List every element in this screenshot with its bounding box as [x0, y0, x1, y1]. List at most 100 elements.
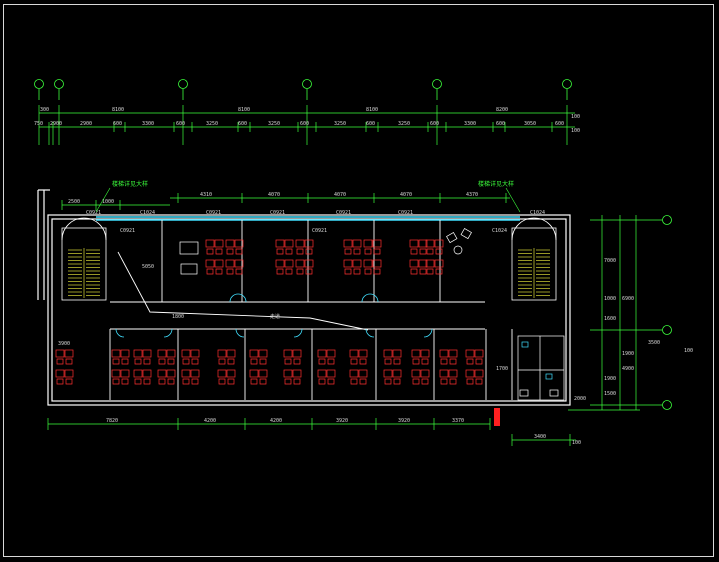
- exterior-walls: [37, 189, 571, 406]
- desk: [425, 259, 435, 268]
- chair: [206, 268, 214, 275]
- desk: [358, 369, 368, 378]
- chair: [449, 358, 457, 365]
- desk: [304, 239, 314, 248]
- chair: [419, 268, 427, 275]
- desk: [383, 369, 393, 378]
- plan-left-dim-2: 3900: [58, 341, 70, 347]
- chair: [259, 378, 267, 385]
- desk: [190, 349, 200, 358]
- desk: [166, 369, 176, 378]
- desk: [372, 259, 382, 268]
- chair: [121, 358, 129, 365]
- chair: [285, 268, 293, 275]
- chair: [410, 268, 418, 275]
- desk: [292, 349, 302, 358]
- stair-left: [61, 217, 107, 301]
- desk: [120, 349, 130, 358]
- plan-bottom-dim-5: 3370: [452, 418, 464, 424]
- right-dimension-lines: [568, 215, 640, 411]
- chair: [250, 378, 258, 385]
- desk: [275, 239, 285, 248]
- window-tags: C0921 C1024 C0921 C0921 C0921 C0921 C102…: [86, 210, 545, 234]
- desk: [439, 369, 449, 378]
- chair: [206, 248, 214, 255]
- desk: [352, 259, 362, 268]
- stair-note-right-leader: [505, 187, 521, 213]
- chair: [167, 358, 175, 365]
- detail-dim-5: 600: [176, 121, 185, 127]
- plan-right-dim-0: 1700: [496, 366, 508, 372]
- top-room-partitions: [161, 220, 441, 302]
- chair: [112, 358, 120, 365]
- plan-right-dim-1: 7000: [604, 258, 616, 264]
- plan-right-dim-8: 1500: [604, 391, 616, 397]
- desk: [434, 239, 444, 248]
- chair: [353, 268, 361, 275]
- chair: [226, 248, 234, 255]
- chair: [466, 358, 474, 365]
- plan-top-dimension-lines: [61, 193, 510, 210]
- drawing-frame: [3, 4, 714, 557]
- chair: [191, 358, 199, 365]
- detail-dim-11: 600: [366, 121, 375, 127]
- desk: [64, 349, 74, 358]
- desk: [326, 349, 336, 358]
- window-tag-9: C0921: [312, 228, 327, 234]
- desk: [284, 259, 294, 268]
- chair: [121, 378, 129, 385]
- chair: [259, 358, 267, 365]
- dimension-text: 300 8100 8100 8100 8200 100 750 2900 290…: [34, 107, 693, 446]
- chair: [226, 268, 234, 275]
- chair: [475, 378, 483, 385]
- desk: [214, 259, 224, 268]
- desk: [363, 239, 373, 248]
- plan-bottom-dim-0: 7820: [106, 418, 118, 424]
- detail-dim-16: 3050: [524, 121, 536, 127]
- bottom-room-partitions: [109, 329, 513, 400]
- plan-right-dim-4: 6900: [622, 296, 634, 302]
- chair: [296, 248, 304, 255]
- desk: [258, 349, 268, 358]
- chair: [250, 358, 258, 365]
- chair: [393, 358, 401, 365]
- chair: [56, 358, 64, 365]
- chair: [167, 378, 175, 385]
- chair: [182, 378, 190, 385]
- desk: [190, 369, 200, 378]
- chair: [384, 378, 392, 385]
- detail-dim-8: 3250: [268, 121, 280, 127]
- washroom: [517, 335, 565, 401]
- overall-dim-4: 8200: [496, 107, 508, 113]
- detail-dim-3: 600: [113, 121, 122, 127]
- desk: [142, 369, 152, 378]
- chair: [419, 248, 427, 255]
- chair: [134, 358, 142, 365]
- window-tag-0: C0921: [86, 210, 101, 216]
- desk: [64, 369, 74, 378]
- desk: [465, 369, 475, 378]
- desk: [225, 259, 235, 268]
- desk: [474, 369, 484, 378]
- desk: [411, 349, 421, 358]
- plan-bottom-dim-2: 4200: [270, 418, 282, 424]
- desk: [142, 349, 152, 358]
- desk: [234, 259, 244, 268]
- chair: [449, 378, 457, 385]
- chair: [296, 268, 304, 275]
- desk: [349, 349, 359, 358]
- plan-bottom-dim-3: 3920: [336, 418, 348, 424]
- desk: [372, 239, 382, 248]
- desk: [226, 369, 236, 378]
- overall-dim-1: 8100: [112, 107, 124, 113]
- desk: [55, 369, 65, 378]
- plan-right-dim-11: 3500: [648, 340, 660, 346]
- chair: [276, 248, 284, 255]
- plan-top-dim-3: 4070: [268, 192, 280, 198]
- chair: [318, 358, 326, 365]
- chair: [359, 378, 367, 385]
- overall-dim-3: 8100: [366, 107, 378, 113]
- chair: [305, 248, 313, 255]
